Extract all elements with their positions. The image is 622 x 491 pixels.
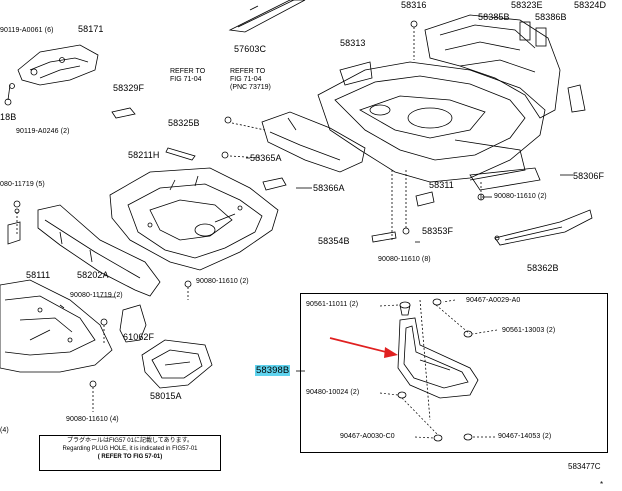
label-58171[interactable]: 58171 — [78, 24, 104, 34]
label-58316[interactable]: 58316 — [401, 0, 427, 10]
label-90080-11610-4[interactable]: 90080-11610 (4) — [66, 416, 119, 423]
part-58316-drawing — [424, 14, 586, 119]
detail-box — [300, 293, 608, 453]
label-90080-11719-5[interactable]: 080-11719 (5) — [0, 181, 45, 188]
label-90080-11610-2b[interactable]: 90080-11610 (2) — [494, 193, 547, 200]
label-58398b-highlight: 58398B — [255, 365, 291, 376]
part-58311-drawing — [317, 61, 546, 183]
part-58398b-drawing — [397, 298, 479, 442]
part-top-bar-drawing — [228, 0, 306, 33]
label-90467-14053[interactable]: 90467-14053 (2) — [498, 433, 552, 440]
part-58366a-drawing — [262, 177, 287, 191]
label-90080-11719-2[interactable]: 90080-11719 (2) — [70, 292, 123, 299]
plug-hole-note: プラグホールはFIG57 01に記載してあります。 Regarding PLUG… — [39, 435, 221, 471]
label-57603c[interactable]: 57603C — [234, 44, 267, 54]
part-58362b-drawing — [494, 209, 593, 246]
label-58325b[interactable]: 58325B — [168, 118, 200, 128]
label-90119-a0246[interactable]: 90119-A0246 (2) — [16, 128, 70, 135]
label-58398b[interactable]: 58398B — [255, 365, 291, 376]
label-90561-13003[interactable]: 90561-13003 (2) — [502, 327, 556, 334]
refer-note-1-line2: FIG 71-04 — [170, 76, 202, 83]
label-61062f[interactable]: 61062F — [123, 332, 155, 342]
label-58362b[interactable]: 58362B — [527, 263, 559, 273]
label-90119-a0061[interactable]: 90119-A0061 (6) — [0, 27, 54, 34]
label-58015a[interactable]: 58015A — [150, 391, 182, 401]
part-58365a-drawing — [261, 111, 366, 173]
label-58306f[interactable]: 58306F — [573, 171, 605, 181]
asterisk-mark: * — [600, 480, 604, 489]
label-58385b[interactable]: 58385B — [478, 12, 510, 22]
part-58202a-drawing — [7, 204, 161, 297]
label-18b[interactable]: 18B — [0, 112, 17, 122]
part-58111-drawing — [0, 279, 113, 373]
label-90561-11011[interactable]: 90561-11011 (2) — [306, 301, 359, 308]
part-61062f-drawing — [119, 304, 147, 343]
label-58202a[interactable]: 58202A — [77, 270, 109, 280]
part-58353f-drawing — [415, 191, 435, 207]
label-58365a[interactable]: 58365A — [250, 153, 282, 163]
detail-leaders — [379, 299, 498, 439]
label-58311[interactable]: 58311 — [429, 180, 454, 190]
refer-note-1-line1: REFER TO — [170, 68, 206, 75]
label-leaders — [59, 157, 573, 372]
refer-note-1[interactable]: REFER TO FIG 71-04 — [170, 68, 205, 84]
label-58211h[interactable]: 58211H — [128, 150, 160, 160]
part-58015a-drawing — [141, 339, 213, 389]
label-58386b[interactable]: 58386B — [535, 12, 567, 22]
refer-note-2-line3: (PNC 73719) — [230, 84, 271, 91]
part-58329f-drawing — [111, 107, 136, 119]
label-58354b[interactable]: 58354B — [318, 236, 350, 246]
label-58366a[interactable]: 58366A — [313, 183, 345, 193]
note-line-japanese: プラグホールはFIG57 01に記載してあります。 — [66, 438, 194, 444]
refer-note-2-line1: REFER TO — [230, 68, 266, 75]
label-4[interactable]: (4) — [0, 427, 9, 434]
label-90080-11610-2a[interactable]: 90080-11610 (2) — [196, 278, 249, 285]
label-90467-a0029[interactable]: 90467-A0029-A0 — [466, 297, 521, 304]
red-arrow — [329, 337, 398, 358]
refer-note-2[interactable]: REFER TO FIG 71-04 (PNC 73719) — [230, 68, 271, 92]
note-line-refer[interactable]: ( REFER TO FIG 57-01) — [97, 454, 163, 460]
part-58211h-drawing — [109, 167, 279, 271]
refer-note-2-line2: FIG 71-04 — [230, 76, 262, 83]
label-90480-10024[interactable]: 90480-10024 (2) — [306, 389, 360, 396]
part-58171-drawing — [4, 44, 99, 106]
part-58306f-drawing — [469, 167, 541, 191]
label-58111[interactable]: 58111 — [26, 270, 51, 280]
leader-lines — [16, 27, 482, 421]
drawing-id: 583477C — [568, 462, 601, 471]
note-line-english: Regarding PLUG HOLE, it is indicated in … — [62, 446, 198, 452]
label-58353f[interactable]: 58353F — [422, 226, 454, 236]
label-58323e[interactable]: 58323E — [511, 0, 543, 10]
label-58313[interactable]: 58313 — [340, 38, 366, 48]
part-58354b-drawing — [371, 231, 397, 243]
part-58325b-drawing — [165, 147, 196, 161]
label-90080-11610-8[interactable]: 90080-11610 (8) — [378, 256, 431, 263]
label-58329f[interactable]: 58329F — [113, 83, 145, 93]
label-58324d[interactable]: 58324D — [574, 0, 607, 10]
label-90467-a0030[interactable]: 90467-A0030-C0 — [340, 433, 395, 440]
